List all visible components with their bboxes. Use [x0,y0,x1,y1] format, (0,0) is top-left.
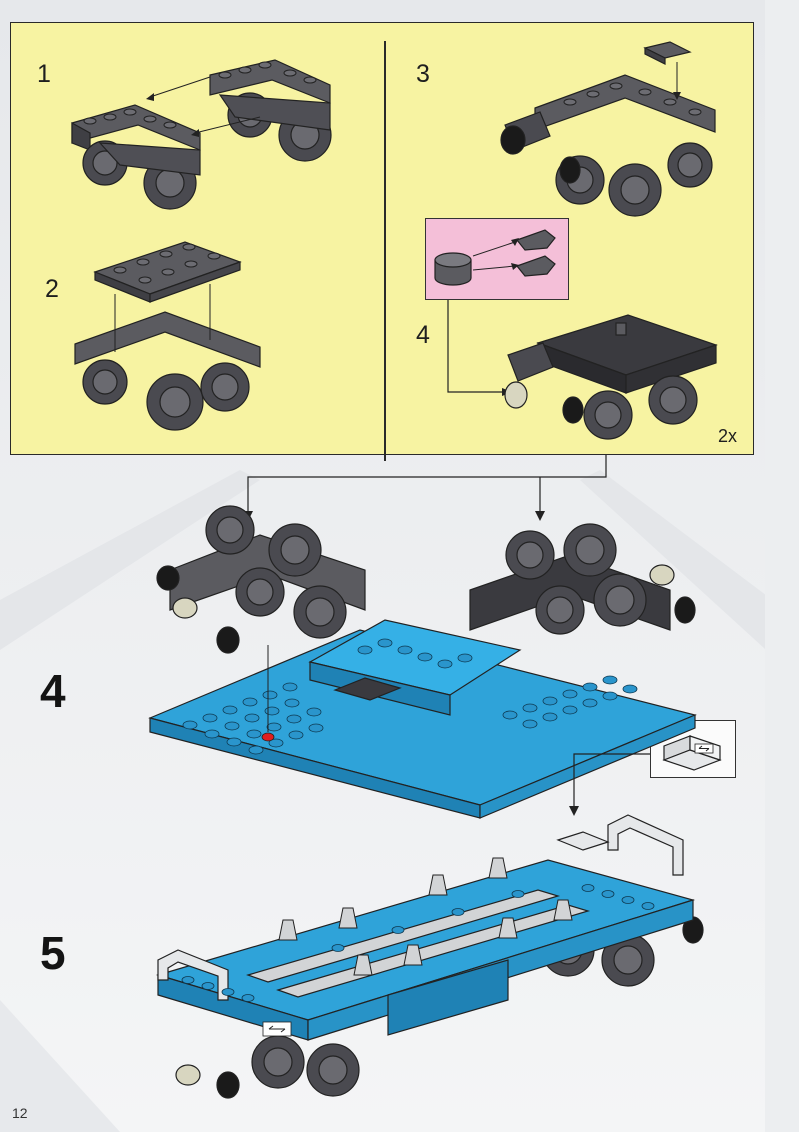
bogie-half-illustration-step-1 [71,59,332,210]
sign-arrow [569,753,650,816]
bogie-coupler-illustration-step-3 [500,41,716,217]
sub-step-number-3: 3 [416,60,430,88]
panel-divider [384,41,386,461]
main-step-number-4: 4 [40,665,66,717]
page-number: 12 [12,1105,28,1121]
main-step-number-5: 5 [40,927,66,979]
sub-step-quantity: 2x [718,426,738,446]
bogie-plate-illustration-step-2 [74,241,261,431]
sub-step-number-1: 1 [37,60,51,88]
bogie-with-cover-illustration-step-4 [504,314,718,440]
wagon-complete-illustration-step-5 [155,814,704,1099]
sign-tile-illustration [662,735,722,771]
sub-step-number-2: 2 [45,275,59,303]
coupler-parts-illustration [434,229,556,286]
sub-step-number-4: 4 [416,321,430,349]
wagon-base-illustration-step-4 [148,505,697,819]
